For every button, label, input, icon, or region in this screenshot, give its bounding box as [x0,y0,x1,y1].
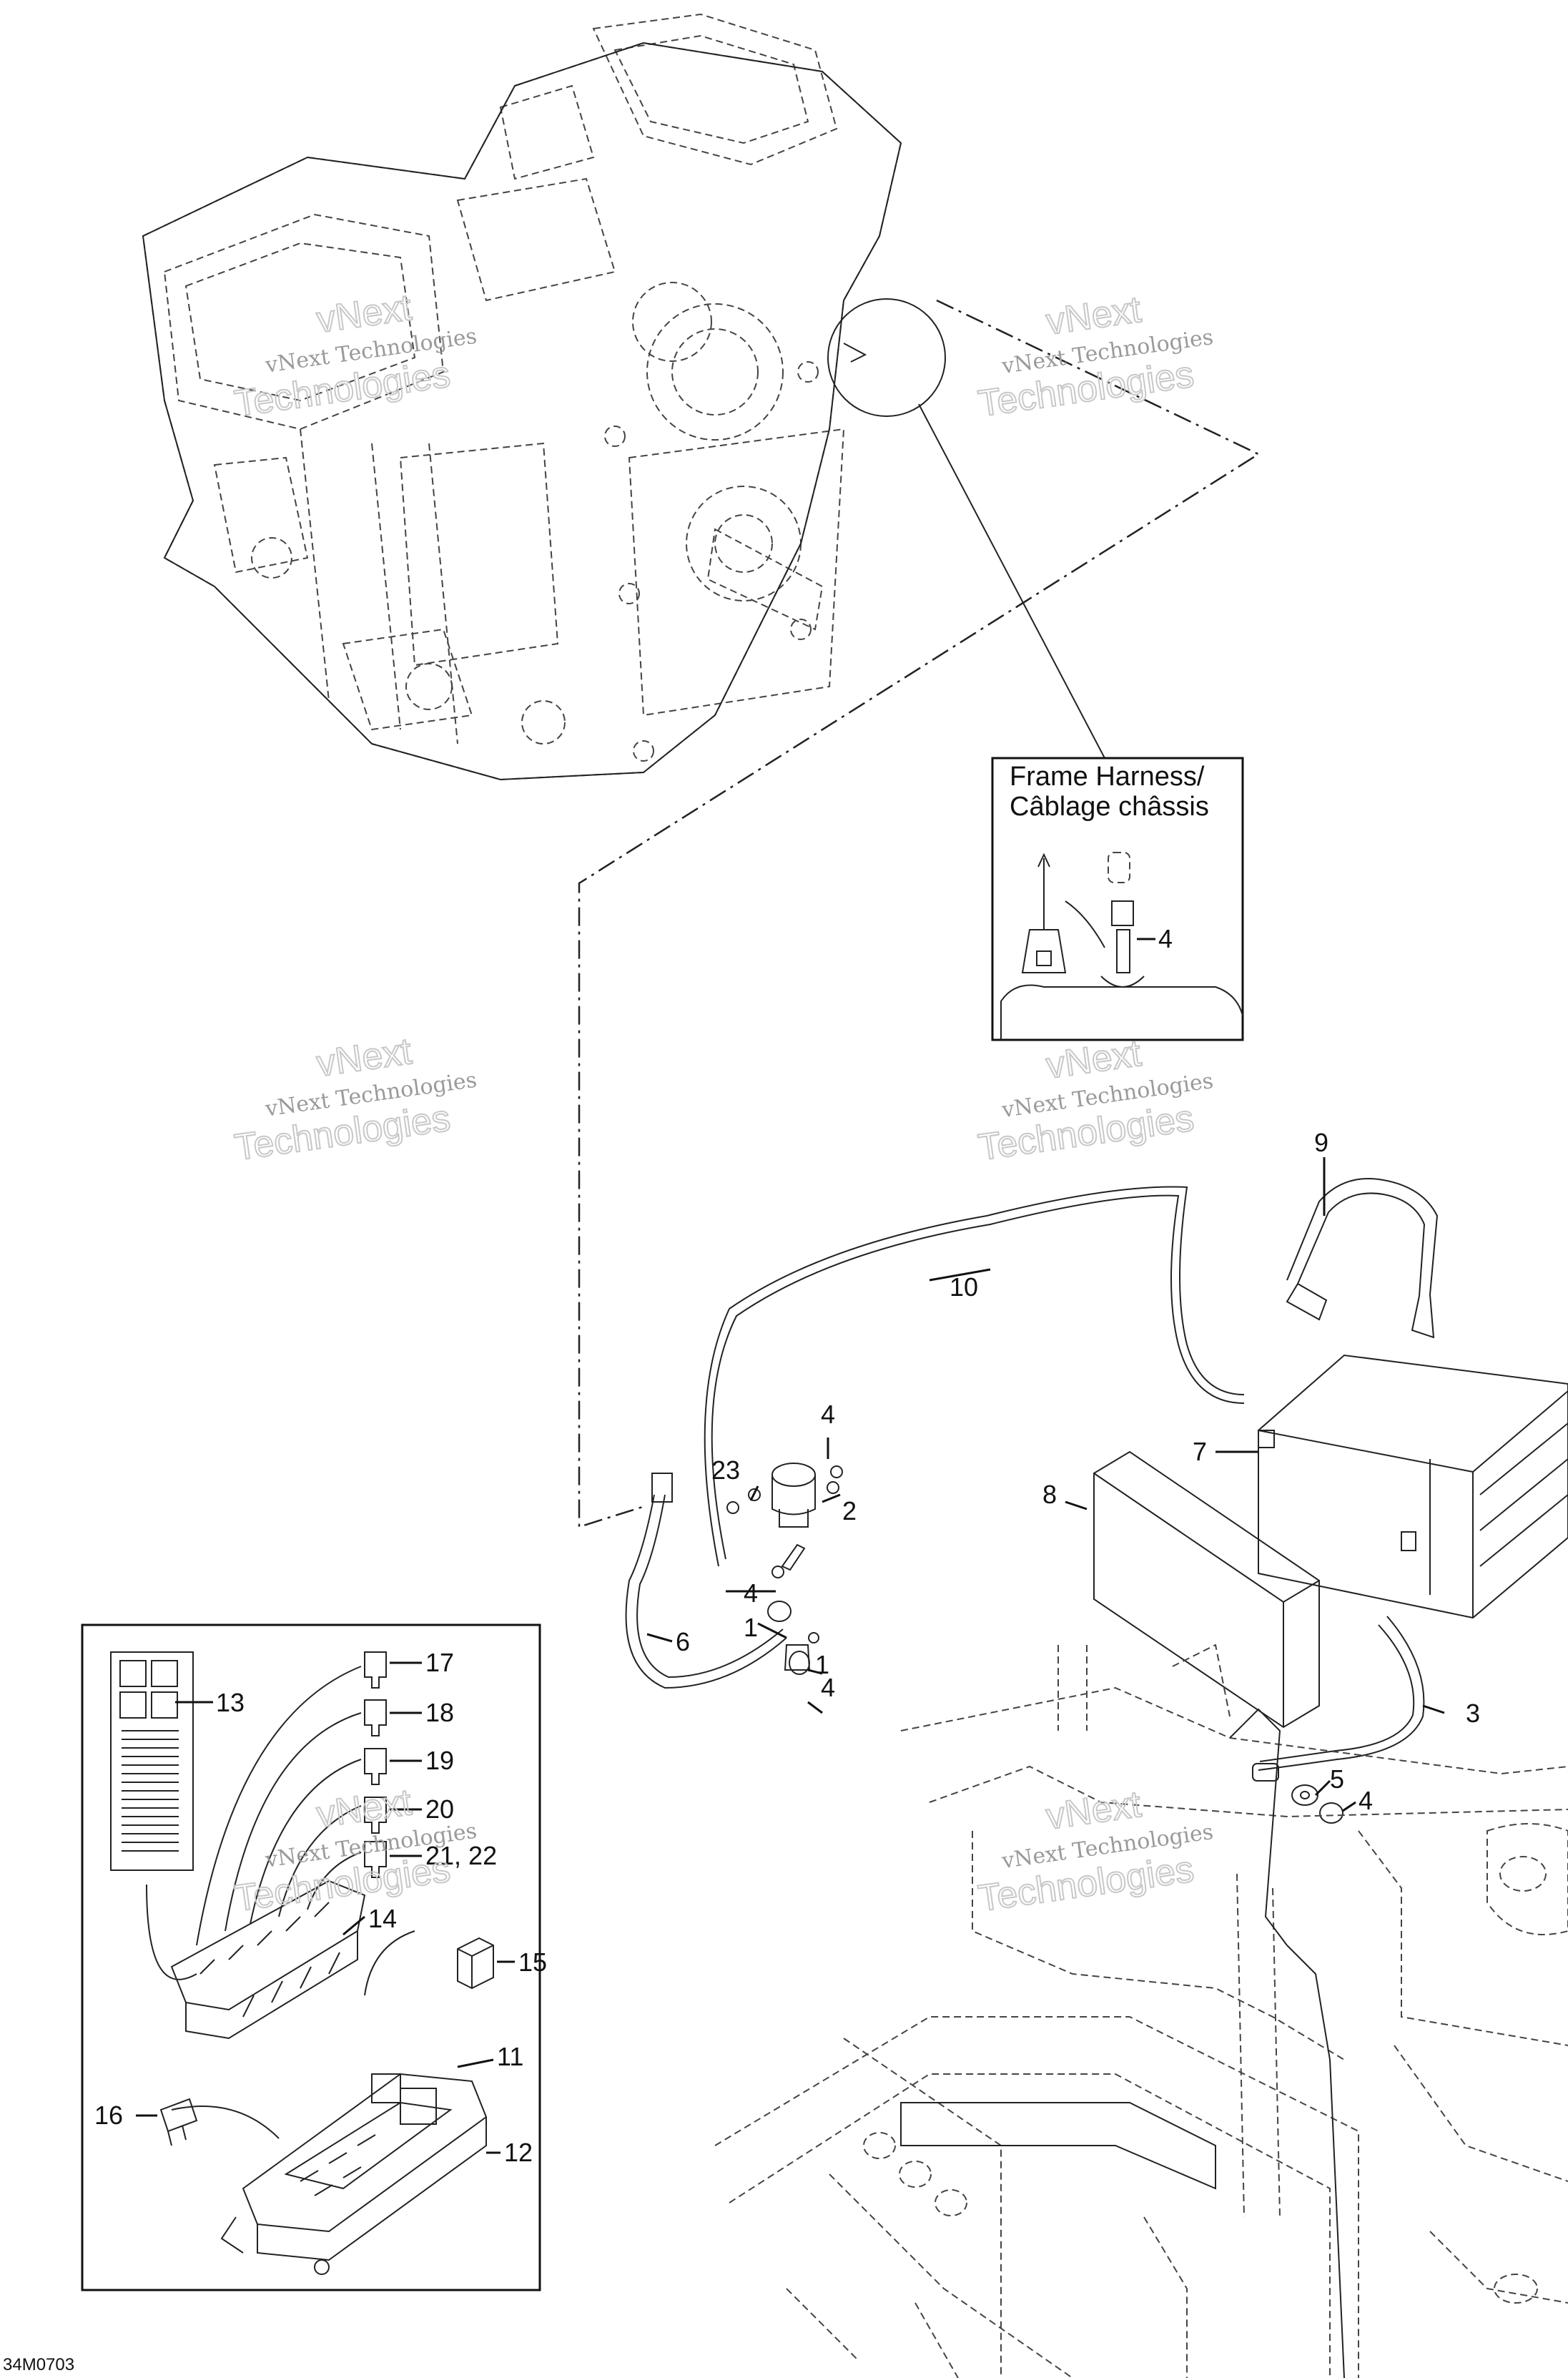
callout-19: 19 [425,1746,454,1775]
drawing-code: 34M0703 [3,2355,74,2374]
watermark-large-3a: vNext [314,1031,414,1085]
callout-18: 18 [425,1698,454,1727]
solenoid [726,1463,843,1622]
callout-11: 11 [497,2042,523,2071]
frame-harness-inset: Frame Harness/ Câblage châssis 4 [991,757,1244,1041]
callout-7: 7 [1193,1437,1207,1466]
callout-4a: 4 [821,1400,835,1429]
callout-14: 14 [368,1904,397,1933]
callout-2: 2 [842,1496,857,1525]
callout-12: 12 [504,2138,533,2167]
vehicle-frame [714,1644,1568,2378]
callout-5: 5 [1330,1764,1344,1794]
callout-4b: 4 [744,1578,758,1608]
detail-arrow [843,343,867,363]
watermark-large-6a: vNext [1044,1784,1144,1838]
fuse-leader-arcs [146,1666,415,2139]
watermark-large-1a: vNext [314,287,414,341]
battery [1258,1354,1568,1619]
fuse-16 [159,2098,198,2146]
callout-16: 16 [94,2101,123,2130]
fuse-box-inset [81,1623,541,2291]
callout-4c: 4 [821,1673,835,1702]
callout-9: 9 [1314,1128,1328,1157]
battery-pad [1093,1450,1320,1729]
callout-1b: 1 [744,1613,758,1642]
inset-callout-4: 4 [1158,924,1173,953]
fuse-box-base [220,2073,488,2275]
inset-title-line1: Frame Harness/ [1010,762,1205,792]
inset-connector-drawing [1000,852,1243,1040]
terminal-connector [781,1543,819,1675]
callout-8: 8 [1042,1480,1057,1509]
battery-strap [1286,1178,1439,1339]
fuse-label-card [110,1651,194,1871]
detail-circle [827,298,946,417]
callout-1: 1 [815,1650,829,1679]
callout-10: 10 [950,1272,978,1302]
cable-6 [625,1473,787,1689]
vehicle-frame-solid [900,1708,1345,2378]
detail-leader [918,403,1105,759]
callout-leaders [136,1157,1445,2154]
callout-17: 17 [425,1648,454,1677]
cable-3 [1252,1616,1425,1782]
relay [457,1937,494,1990]
reference-line [578,299,1261,1528]
inset-title-line2: Câblage châssis [1010,792,1209,822]
callout-4d: 4 [1359,1786,1373,1815]
callout-labels: 1 2 3 4 4 4 4 5 6 7 8 9 10 11 12 13 14 1… [94,1128,1480,2167]
callout-20: 20 [425,1794,454,1824]
cable-10 [704,1186,1245,1567]
callout-21-22: 21, 22 [425,1841,497,1870]
callout-3: 3 [1466,1699,1480,1728]
washer-nut [1291,1784,1343,1824]
callout-6: 6 [676,1627,690,1656]
callout-15: 15 [518,1947,547,1977]
fuses [364,1651,387,1878]
engine-outline [142,41,902,781]
callout-13: 13 [216,1688,245,1717]
fuse-box-cover [170,1880,366,2040]
watermark-large-2a: vNext [1044,289,1144,343]
callout-23: 23 [711,1455,740,1485]
